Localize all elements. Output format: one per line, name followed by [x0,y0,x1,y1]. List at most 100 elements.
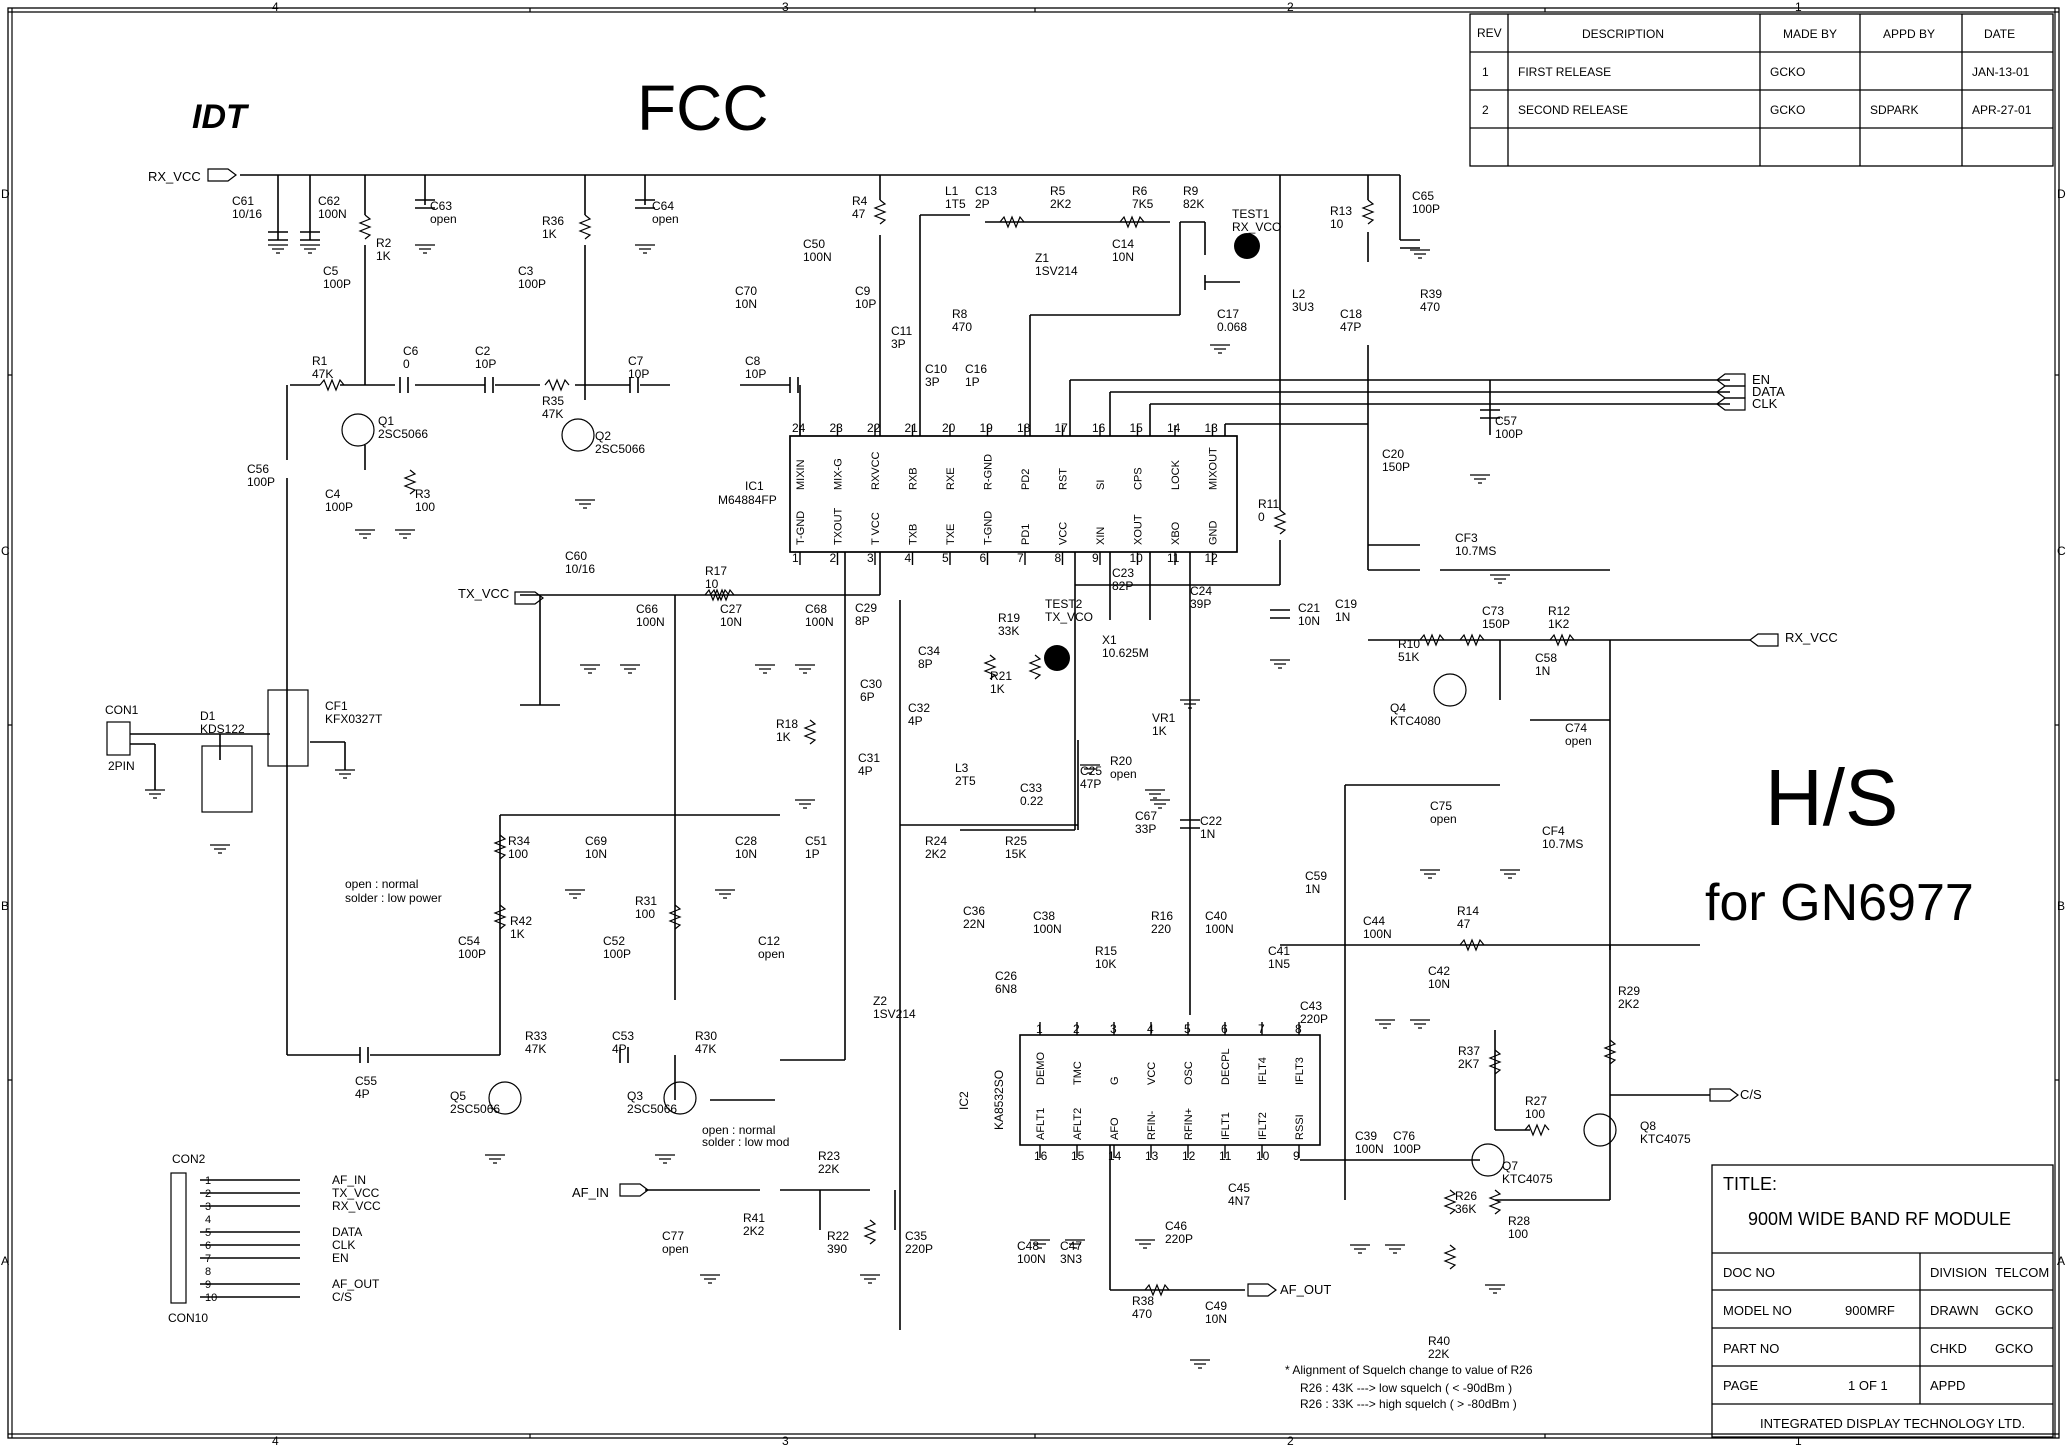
component-value-label: 0 [1258,510,1265,524]
component-value-label: 1K [990,682,1005,696]
component-ref-label: C22 [1200,814,1222,828]
component-ref-label: R36 [542,214,564,228]
con2-signal-label: AF_OUT [332,1277,380,1291]
component-value-label: 47 [852,207,866,221]
ic2-pin-number: 9 [1293,1149,1300,1163]
component-ref-label: C59 [1305,869,1327,883]
ic2-pin-number: 4 [1147,1022,1154,1036]
component-value-label: 10 [705,577,719,591]
component-value-label: 6N8 [995,982,1017,996]
component-ref-label: R41 [743,1211,765,1225]
component-ref-label: TEST1 [1232,207,1270,221]
component-ref-label: C13 [975,184,997,198]
ic1-pin-name: XIN [1095,527,1107,545]
component-value-label: 10N [735,297,757,311]
component-value-label: 0 [403,357,410,371]
sheet-border [7,7,2060,1439]
component-value-label: 1K [510,927,525,941]
ic2-pin-name: OSC [1183,1061,1195,1085]
con2-pin-number: 7 [205,1253,211,1265]
component-value-label: 100P [1393,1142,1421,1156]
component-ref-label: C38 [1033,909,1055,923]
component-value-label: 4N7 [1228,1194,1250,1208]
component-ref-label: C67 [1135,809,1157,823]
ic2-pin-number: 11 [1219,1149,1232,1163]
zone-row-a: A [1,1254,9,1268]
zone-row-b: B [1,899,9,913]
component-value-label: 1K [542,227,557,241]
chkd-value: GCKO [1995,1341,2033,1356]
component-value-label: 470 [1132,1307,1152,1321]
component-ref-label: R38 [1132,1294,1154,1308]
component-value-label: 10K [1095,957,1116,971]
ic1-pin-name: RST [1058,468,1070,490]
component-ref-label: TEST2 [1045,597,1083,611]
ic2-pin-number: 14 [1108,1149,1122,1163]
component-value-label: TX_VCO [1045,610,1093,624]
component-value-label: 2K7 [1458,1057,1480,1071]
ic1-pin-number: 2 [830,551,837,565]
component-value-label: 220P [905,1242,933,1256]
component-ref-label: C40 [1205,909,1227,923]
component-value-label: 2K2 [1618,997,1640,1011]
ic2-pin-number: 8 [1295,1022,1302,1036]
component-value-label: 10N [1112,250,1134,264]
component-ref-label: C50 [803,237,825,251]
component-ref-label: C28 [735,834,757,848]
ic2-pin-name: AFLT1 [1035,1108,1047,1140]
component-ref-label: C16 [965,362,987,376]
con2-signal-label: DATA [332,1225,362,1239]
component-value-label: open [652,212,679,226]
component-value-label: 22K [1428,1347,1449,1361]
ic2-pin-number: 7 [1258,1022,1265,1036]
capacitor-symbols [268,199,1500,1063]
ic1-pin-name: TXOUT [833,507,845,545]
component-ref-label: R24 [925,834,947,848]
ic2-pin-name: RFIN+ [1183,1108,1195,1140]
component-ref-label: L2 [1292,287,1306,301]
ic1-pin-name: LOCK [1170,459,1182,490]
rev-header-made-by: MADE BY [1783,27,1837,41]
component-ref-label: C26 [995,969,1017,983]
component-value-label: 100P [1495,427,1523,441]
component-ref-label: Q2 [595,429,611,443]
component-value-label: 470 [1420,300,1440,314]
con2-pin-number: 6 [205,1240,211,1252]
component-value-label: 100N [1033,922,1062,936]
component-value-label: 100N [805,615,834,629]
ic1-pin-number: 24 [792,421,806,435]
component-ref-label: R33 [525,1029,547,1043]
component-value-label: KTC4075 [1502,1172,1553,1186]
component-ref-label: CF1 [325,699,348,713]
component-ref-label: C60 [565,549,587,563]
component-value-label: 1N [1335,610,1350,624]
component-value-label: 22K [818,1162,839,1176]
ic1-pin-number: 1 [792,551,799,565]
component-value-label: 2SC5066 [595,442,645,456]
con2-signal-label: AF_IN [332,1173,366,1187]
component-value-label: 47 [1457,917,1471,931]
ic2-pin-name: AFO [1109,1117,1121,1140]
zone-row-d: D [1,187,10,201]
component-ref-label: C32 [908,701,930,715]
con2-signal-label: C/S [332,1290,352,1304]
ic1-pin-number: 3 [867,551,874,565]
con2-pin-number: 2 [205,1188,211,1200]
net-af-in: AF_IN [572,1185,609,1200]
component-value-label: 2SC5066 [627,1102,677,1116]
component-value-label: 100 [415,500,435,514]
component-ref-label: R4 [852,194,868,208]
component-value-label: 3N3 [1060,1252,1082,1266]
drawn-value: GCKO [1995,1303,2033,1318]
ic1-pin-number: 7 [1017,551,1024,565]
ic2-pin-name: IFLT4 [1257,1057,1269,1085]
component-value-label: 7K5 [1132,197,1154,211]
component-value-label: 2K2 [1050,197,1072,211]
component-ref-label: C29 [855,601,877,615]
component-ref-label: Q1 [378,414,394,428]
component-value-label: 150P [1382,460,1410,474]
component-value-label: KFX0327T [325,712,383,726]
rev-row2-made-by: GCKO [1770,103,1805,117]
component-value-label: 220 [1151,922,1171,936]
component-value-label: open [430,212,457,226]
